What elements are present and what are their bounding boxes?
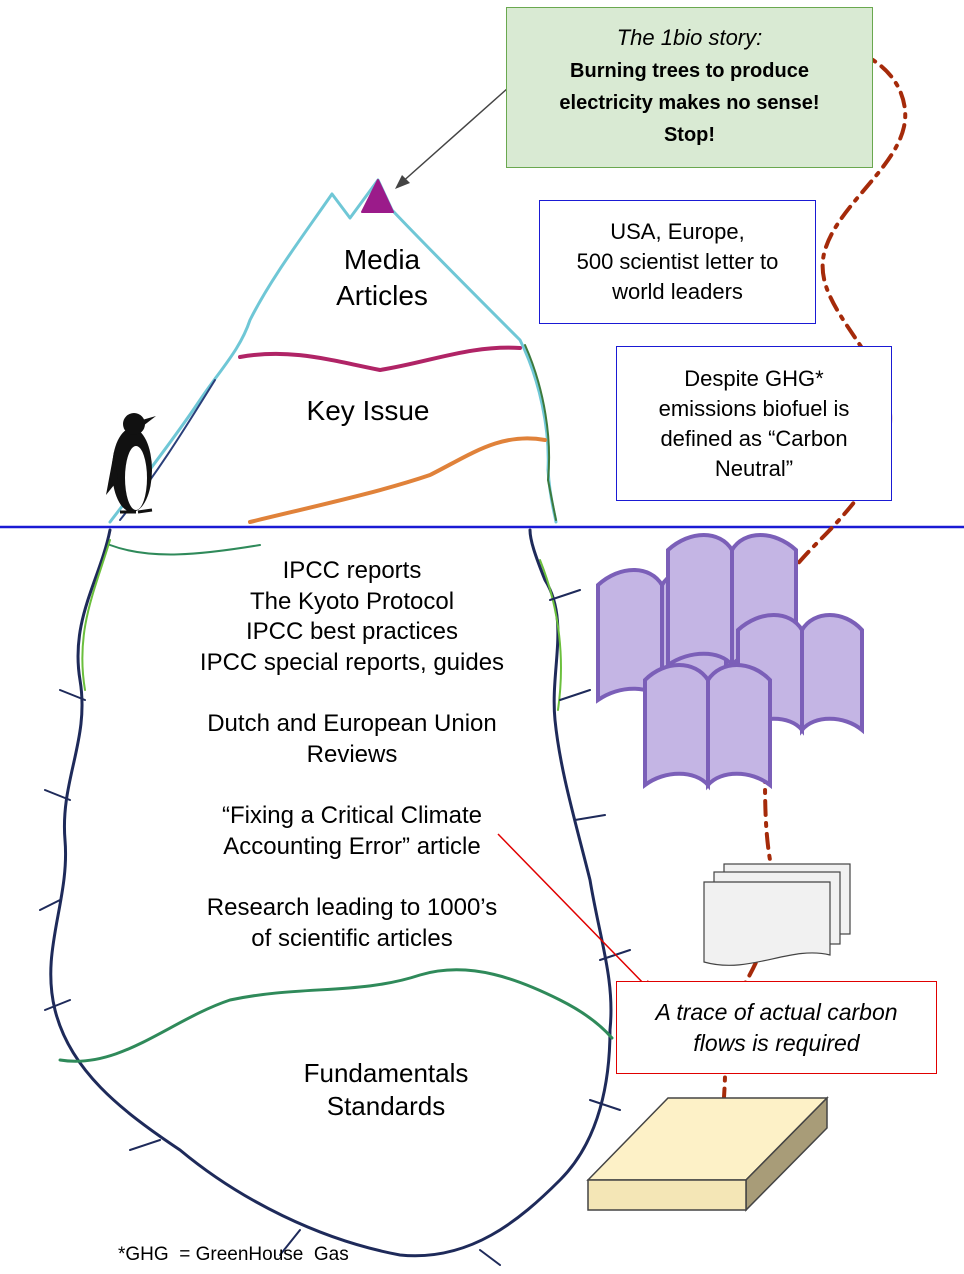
label-line: IPCC special reports, guides xyxy=(199,648,505,676)
label-line: Standards xyxy=(326,1091,446,1121)
story-line: electricity makes no sense! xyxy=(559,91,820,114)
label-line: IPCC best practices xyxy=(245,618,459,645)
documents-icon xyxy=(703,863,851,966)
story-title: The 1bio story: xyxy=(616,24,763,50)
media-articles-label: Media Articles xyxy=(292,242,472,314)
foundation-slab-icon xyxy=(586,1096,829,1212)
label-line: IPCC reports xyxy=(282,557,422,584)
carbon-neutral-box: Despite GHG* emissions biofuel is define… xyxy=(616,346,892,501)
label-line: “Fixing a Critical Climate xyxy=(221,802,483,829)
label-line: Media xyxy=(343,244,421,275)
books-icon xyxy=(596,533,864,791)
label-line: Dutch and European Union xyxy=(207,710,497,737)
story-line: Stop! xyxy=(663,123,716,146)
callout-line: USA, Europe, xyxy=(610,219,745,244)
callout-line: defined as “Carbon xyxy=(660,425,848,451)
callout-line: 500 scientist letter to xyxy=(576,249,779,274)
ipcc-reports-label: IPCC reports The Kyoto Protocol IPCC bes… xyxy=(152,556,552,678)
research-label: Research leading to 1000’s of scientific… xyxy=(152,893,552,954)
callout-line: world leaders xyxy=(612,279,743,304)
footnote: *GHG = GreenHouse Gas xyxy=(118,1244,349,1265)
label-line: Articles xyxy=(336,280,428,311)
label-line: of scientific articles xyxy=(251,924,453,952)
label-line: The Kyoto Protocol xyxy=(249,587,455,615)
callout-line: Neutral” xyxy=(714,455,794,481)
story-arrow xyxy=(395,87,509,189)
iceberg-bottom xyxy=(39,528,631,1266)
callout-line: flows is required xyxy=(693,1029,860,1056)
label-line: Fundamentals xyxy=(303,1058,469,1088)
callout-line: emissions biofuel is xyxy=(658,395,850,421)
label-line: Research leading to 1000’s xyxy=(206,894,498,921)
scientist-letter-box: USA, Europe, 500 scientist letter to wor… xyxy=(539,200,816,324)
callout-line: Despite GHG* xyxy=(684,365,824,391)
story-box: The 1bio story: Burning trees to produce… xyxy=(506,7,873,168)
accounting-error-label: “Fixing a Critical Climate Accounting Er… xyxy=(152,801,552,862)
carbon-trace-box: A trace of actual carbon flows is requir… xyxy=(616,981,937,1074)
label-line: Accounting Error” article xyxy=(223,832,481,860)
fundamentals-label: Fundamentals Standards xyxy=(266,1057,506,1123)
label-line: Reviews xyxy=(306,740,398,768)
eu-reviews-label: Dutch and European Union Reviews xyxy=(152,709,552,770)
story-line: Burning trees to produce xyxy=(570,59,809,82)
iceberg-top xyxy=(108,178,558,524)
iceberg-peak xyxy=(361,179,394,213)
penguin-icon xyxy=(106,413,156,514)
callout-line: A trace of actual carbon xyxy=(655,998,898,1025)
key-issue-label: Key Issue xyxy=(306,395,430,426)
